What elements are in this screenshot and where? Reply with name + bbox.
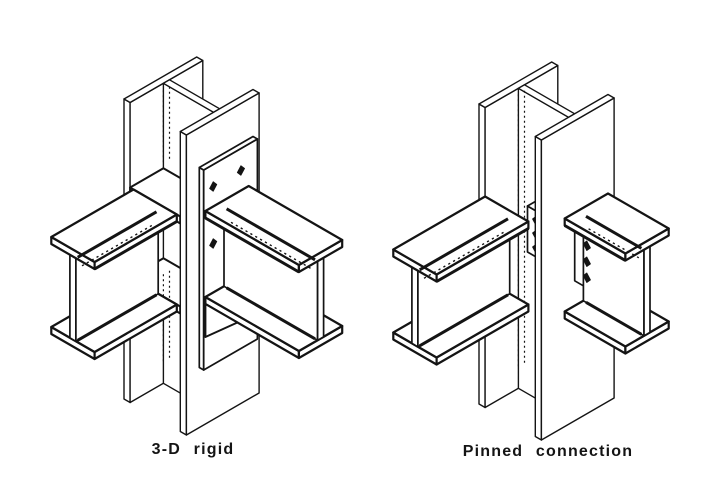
caption-3d-rigid: 3-D rigid	[151, 441, 235, 458]
figure-3d-rigid-drawing	[50, 56, 344, 436]
caption-pinned-connection: Pinned connection	[462, 443, 634, 460]
figure-pinned-connection-drawing	[392, 61, 670, 441]
